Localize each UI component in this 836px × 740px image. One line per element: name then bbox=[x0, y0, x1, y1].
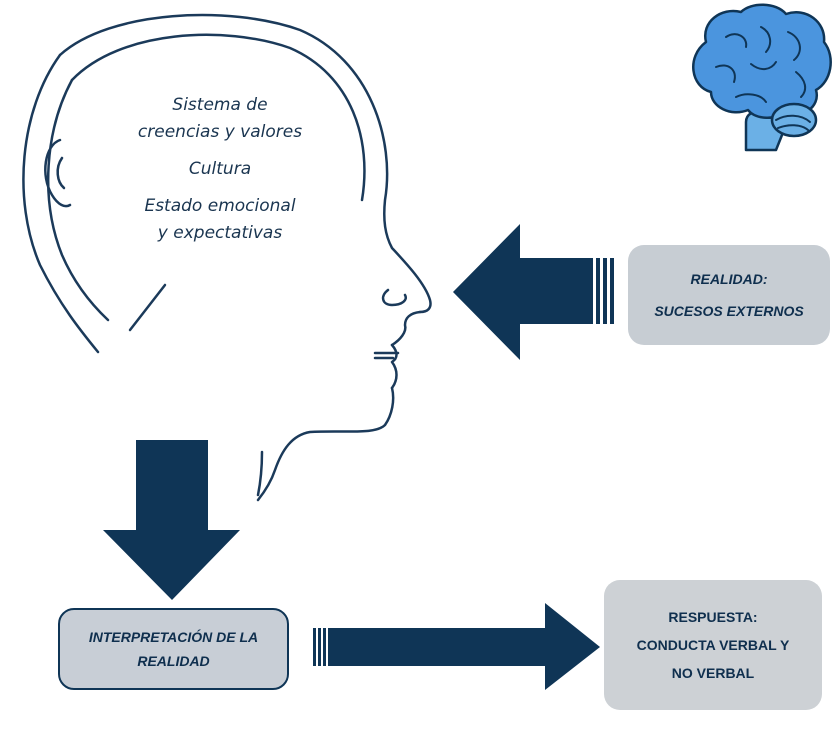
head-text-block: Sistema de creencias y valores Cultura E… bbox=[100, 92, 340, 247]
box-interpretacion: INTERPRETACIÓN DE LA REALIDAD bbox=[58, 608, 289, 690]
head-text-line: y expectativas bbox=[157, 223, 283, 243]
head-text-line: Cultura bbox=[188, 159, 252, 179]
arrow-interpretacion-to-respuesta bbox=[313, 603, 600, 690]
box-realidad: REALIDAD: SUCESOS EXTERNOS bbox=[628, 245, 830, 345]
head-text-line: Estado emocional bbox=[144, 196, 296, 216]
box-respuesta-line: CONDUCTA VERBAL Y bbox=[636, 637, 790, 653]
brain-icon bbox=[692, 3, 832, 152]
box-respuesta-line: NO VERBAL bbox=[671, 665, 755, 681]
box-interpretacion-line: INTERPRETACIÓN DE LA bbox=[88, 629, 259, 645]
head-text-line: Sistema de bbox=[172, 95, 268, 115]
box-interpretacion-line: REALIDAD bbox=[137, 653, 210, 669]
box-respuesta-title: RESPUESTA: bbox=[668, 609, 758, 625]
box-realidad-subtitle: SUCESOS EXTERNOS bbox=[654, 303, 804, 319]
box-respuesta: RESPUESTA: CONDUCTA VERBAL Y NO VERBAL bbox=[604, 580, 822, 710]
box-realidad-title: REALIDAD: bbox=[690, 271, 768, 287]
head-text-line: creencias y valores bbox=[137, 122, 303, 142]
arrow-head-to-interpretacion bbox=[103, 440, 240, 600]
arrow-realidad-to-head bbox=[453, 224, 614, 360]
